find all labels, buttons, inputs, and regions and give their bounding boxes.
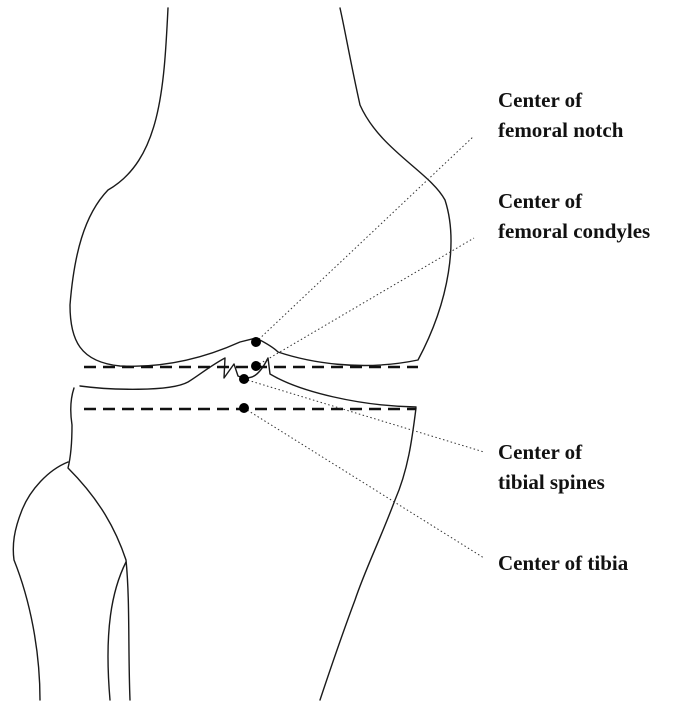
label-femoral-notch-line1: Center of (498, 85, 623, 115)
label-tibia-line1: Center of tibia (498, 548, 628, 578)
femoral-notch-center-point (251, 337, 261, 347)
label-femoral-notch: Center of femoral notch (498, 85, 623, 145)
label-tibial-spines: Center of tibial spines (498, 437, 605, 497)
leader-tibia (244, 408, 484, 558)
femur-outline (70, 8, 451, 366)
tibia-center-point (239, 403, 249, 413)
label-femoral-condyles-line2: femoral condyles (498, 216, 650, 246)
label-femoral-notch-line2: femoral notch (498, 115, 623, 145)
leader-tibial-spines (244, 379, 484, 452)
label-tibial-spines-line1: Center of (498, 437, 605, 467)
label-tibial-spines-line2: tibial spines (498, 467, 605, 497)
fibula-inner-outline (108, 562, 126, 700)
label-femoral-condyles-line1: Center of (498, 186, 650, 216)
label-femoral-condyles: Center of femoral condyles (498, 186, 650, 246)
femoral-condyles-center-point (251, 361, 261, 371)
fibula-outline (13, 462, 68, 700)
tibial-spines-center-point (239, 374, 249, 384)
tibia-shaft-outline (68, 388, 130, 700)
leader-femoral-notch (256, 136, 474, 342)
tibia-lateral-outline (320, 408, 416, 700)
label-tibia: Center of tibia (498, 548, 628, 578)
